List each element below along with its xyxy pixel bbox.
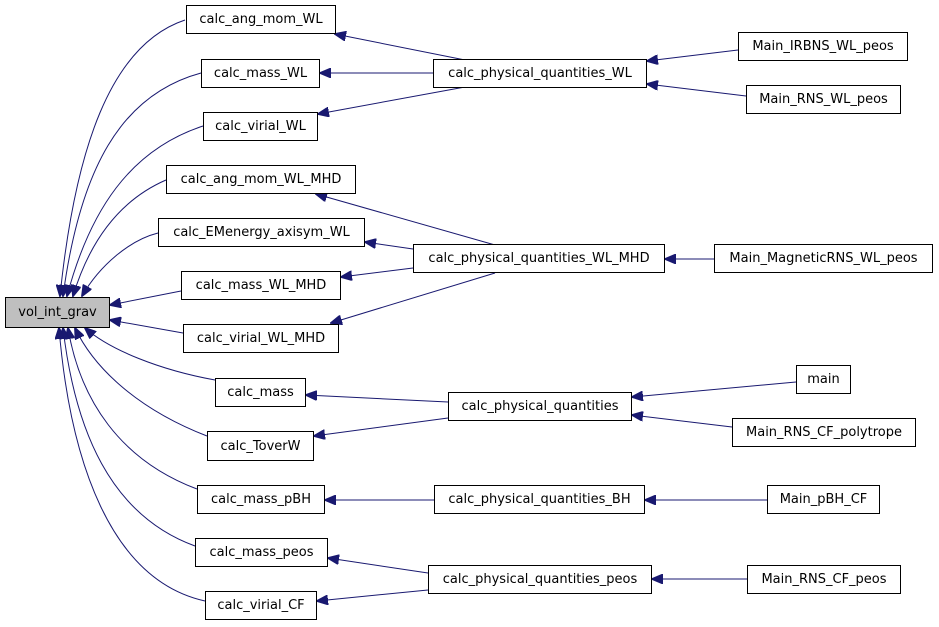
edge-calc_virial_CF-to-vol_int_grav — [59, 328, 206, 602]
node-calc-mass[interactable]: calc_mass — [215, 378, 306, 407]
edge-calc_mass-to-vol_int_grav — [85, 328, 216, 381]
node-calc-virial-wl[interactable]: calc_virial_WL — [203, 112, 318, 141]
edge-Main_RNS_CF_polytrope-to-cpq — [632, 415, 733, 428]
node-main[interactable]: main — [796, 365, 851, 394]
edge-calc_ang_mom_WL-to-vol_int_grav — [60, 19, 186, 296]
edge-calc_mass_WL-to-vol_int_grav — [63, 72, 202, 296]
node-calc-physical-quantities-wl[interactable]: calc_physical_quantities_WL — [433, 59, 647, 88]
edge-calc_mass_peos-to-vol_int_grav — [63, 328, 196, 547]
edge-cpq_WL-to-calc_virial_WL — [318, 86, 466, 114]
edge-Main_RNS_WL_peos-to-cpq_WL — [647, 84, 747, 97]
node-calc-physical-quantities-bh[interactable]: calc_physical_quantities_BH — [434, 485, 645, 514]
node-calc-virial-wl-mhd[interactable]: calc_virial_WL_MHD — [183, 324, 339, 353]
edge-cpq_WL_MHD-to-calc_EMenergy_axisym_WL — [365, 242, 414, 250]
edge-cpq_WL_MHD-to-calc_ang_mom_WL_MHD — [316, 194, 496, 246]
node-calc-mass-pbh[interactable]: calc_mass_pBH — [197, 485, 325, 514]
node-calc-mass-wl[interactable]: calc_mass_WL — [201, 59, 320, 88]
node-calc-mass-peos[interactable]: calc_mass_peos — [195, 538, 328, 567]
node-calc-physical-quantities-wl-mhd[interactable]: calc_physical_quantities_WL_MHD — [413, 244, 665, 273]
node-calc-physical-quantities[interactable]: calc_physical_quantities — [448, 392, 632, 421]
edge-cpq_peos-to-calc_virial_CF — [317, 589, 429, 601]
edge-main-to-cpq — [632, 381, 797, 397]
edge-calc_virial_WL-to-vol_int_grav — [67, 125, 204, 296]
edge-calc_mass_WL_MHD-to-vol_int_grav — [110, 290, 182, 305]
node-calc-toverw[interactable]: calc_ToverW — [207, 431, 314, 461]
edge-calc_EMenergy_axisym_WL-to-vol_int_grav — [82, 232, 159, 296]
node-vol-int-grav: vol_int_grav — [5, 297, 110, 328]
edge-cpq_WL-to-calc_ang_mom_WL — [335, 34, 466, 61]
node-main-irbns-wl-peos[interactable]: Main_IRBNS_WL_peos — [738, 32, 908, 61]
edge-calc_ToverW-to-vol_int_grav — [75, 328, 208, 437]
edge-calc_ang_mom_WL_MHD-to-vol_int_grav — [73, 179, 167, 296]
node-calc-virial-cf[interactable]: calc_virial_CF — [205, 591, 317, 620]
edge-cpq_peos-to-calc_mass_peos — [328, 558, 429, 574]
node-main-rns-cf-polytrope[interactable]: Main_RNS_CF_polytrope — [732, 418, 916, 447]
edge-calc_virial_WL_MHD-to-vol_int_grav — [110, 320, 184, 334]
node-calc-emenergy-axisym-wl[interactable]: calc_EMenergy_axisym_WL — [158, 218, 365, 247]
edge-cpq-to-calc_ToverW — [314, 417, 449, 436]
edge-Main_IRBNS_WL_peos-to-cpq_WL — [647, 49, 739, 61]
edge-cpq_WL_MHD-to-calc_virial_WL_MHD — [331, 272, 496, 323]
node-main-magneticrns-wl-peos[interactable]: Main_MagneticRNS_WL_peos — [714, 244, 933, 273]
node-main-rns-wl-peos[interactable]: Main_RNS_WL_peos — [746, 85, 901, 114]
node-calc-ang-mom-wl[interactable]: calc_ang_mom_WL — [186, 5, 336, 34]
node-calc-physical-quantities-peos[interactable]: calc_physical_quantities_peos — [428, 565, 652, 594]
node-main-pbh-cf[interactable]: Main_pBH_CF — [767, 485, 880, 514]
edge-cpq-to-calc_mass — [306, 395, 449, 403]
node-main-rns-cf-peos[interactable]: Main_RNS_CF_peos — [747, 565, 901, 594]
node-calc-ang-mom-wl-mhd[interactable]: calc_ang_mom_WL_MHD — [166, 165, 356, 194]
node-calc-mass-wl-mhd[interactable]: calc_mass_WL_MHD — [181, 271, 341, 300]
edge-cpq_WL_MHD-to-calc_mass_WL_MHD — [341, 267, 414, 277]
edge-calc_mass_pBH-to-vol_int_grav — [68, 328, 198, 490]
